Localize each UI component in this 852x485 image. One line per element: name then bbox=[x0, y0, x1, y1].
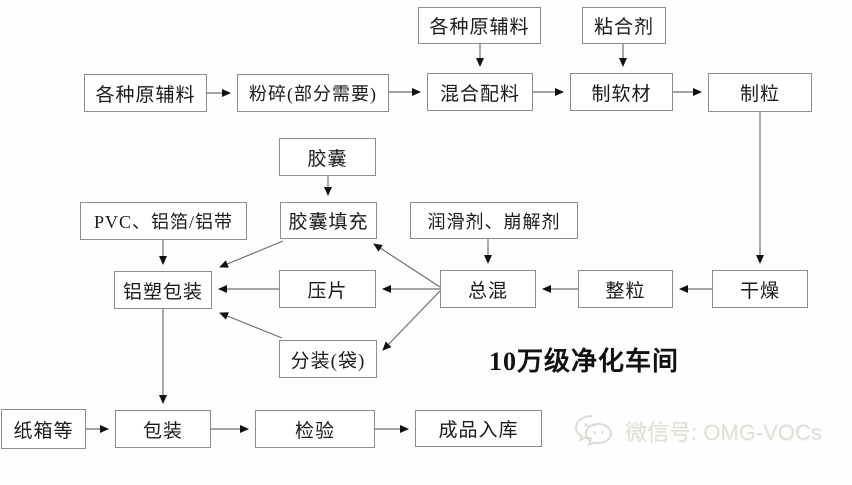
wechat-icon bbox=[574, 415, 613, 447]
node-capsule-filling: 胶囊填充 bbox=[280, 202, 377, 239]
watermark-text: 微信号: OMG-VOCs bbox=[625, 420, 822, 445]
arrow-bag-filling-to-blister bbox=[219, 312, 283, 339]
node-mixing: 混合配料 bbox=[427, 73, 533, 111]
node-finished-goods-warehouse: 成品入库 bbox=[415, 410, 542, 447]
node-packing: 包装 bbox=[115, 410, 211, 448]
watermark: 微信号: OMG-VOCs bbox=[573, 413, 822, 449]
node-total-mixing: 总混 bbox=[440, 270, 536, 308]
node-lubricant-disintegrant: 润滑剂、崩解剂 bbox=[410, 202, 578, 239]
node-granule-sizing: 整粒 bbox=[578, 270, 673, 308]
node-soft-material: 制软材 bbox=[570, 73, 673, 111]
arrow-total-mix-to-capsule-filling bbox=[373, 243, 441, 288]
clean-room-annotation: 10万级净化车间 bbox=[489, 347, 680, 376]
arrow-capsule-filling-to-blister bbox=[219, 240, 284, 268]
arrow-total-mix-to-bag-filling bbox=[382, 290, 441, 351]
node-pvc-foil: PVC、铝箔/铝带 bbox=[80, 202, 247, 240]
node-carton: 纸箱等 bbox=[1, 409, 86, 449]
node-granulation: 制粒 bbox=[708, 73, 812, 112]
node-crushing: 粉碎(部分需要) bbox=[237, 74, 389, 112]
node-tablet-pressing: 压片 bbox=[279, 270, 376, 308]
node-capsule: 胶囊 bbox=[279, 138, 376, 176]
node-adhesive: 粘合剂 bbox=[582, 7, 666, 44]
node-raw-materials-top: 各种原辅料 bbox=[418, 7, 541, 44]
node-inspection: 检验 bbox=[255, 410, 375, 448]
node-bag-filling: 分装(袋) bbox=[279, 340, 377, 378]
node-blister-packaging: 铝塑包装 bbox=[114, 271, 212, 309]
node-drying: 干燥 bbox=[712, 270, 808, 308]
node-raw-materials-left: 各种原辅料 bbox=[84, 74, 207, 112]
